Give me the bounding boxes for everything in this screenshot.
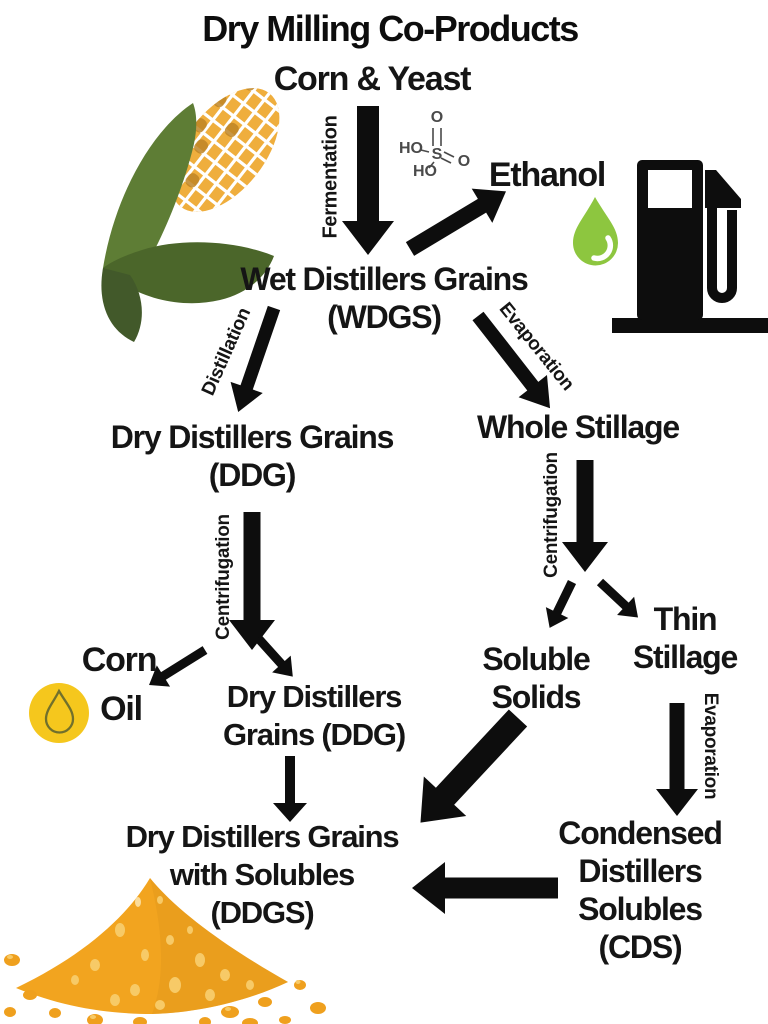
page-title: Dry Milling Co-Products [202,8,579,49]
node-whole-stillage: Whole Stillage [477,408,680,446]
chem-ho-bottom: HO [413,163,437,180]
node-line: Dry Distillers Grains [125,819,400,854]
node-corn-oil-word2: Oil [100,690,143,728]
node-corn-oil-word1: Corn [81,641,158,679]
chem-ho-left: HO [399,140,423,157]
node-line: Condensed [558,815,723,851]
arrow-fermentation [342,106,394,255]
node-line: Soluble [482,641,590,677]
grain-pile-icon [4,878,326,1024]
node-line: Oil [100,690,143,728]
node-line: Corn & Yeast [273,60,472,98]
node-corn-yeast: Corn & Yeast [273,60,472,98]
node-line: Solubles [578,891,703,927]
node-cds: Condensed Distillers Solubles (CDS) [558,814,723,966]
arrow-soluble-to-ddgs [420,709,528,823]
label-evaporation-bottom: Evaporation [700,692,721,800]
node-line: Dry Distillers [226,679,403,714]
node-line: (DDGS) [210,895,314,930]
node-line: Ethanol [488,156,606,194]
arrow-evaporation-bottom [656,703,698,816]
node-ddg1: Dry Distillers Grains (DDG) [110,418,395,494]
node-line: Grains (DDG) [223,717,406,752]
fuel-pump-icon [612,160,768,333]
node-line: Solids [491,679,582,715]
chem-o-top: O [431,109,443,126]
label-fermentation: Fermentation [319,115,342,239]
node-line: (CDS) [598,929,683,965]
node-line: Wet Distillers Grains [240,261,528,297]
chem-o-right: O [458,153,470,170]
node-line: Whole Stillage [477,409,680,445]
node-line: Thin [653,601,718,637]
node-line: Corn [81,641,158,679]
label-centrifugation-right: Centrifugation [541,452,562,578]
chem-s: S [432,146,443,163]
node-ddgs: Dry Distillers Grains with Solubles (DDG… [125,818,400,932]
ethanol-droplet-icon [573,197,618,266]
arrow-distillation [230,305,281,413]
corn-oil-droplet-icon [29,683,89,743]
arrow-centrifugation-right [562,460,608,572]
arrow-cds-to-ddgs [412,862,558,914]
node-line: (DDG) [208,457,297,493]
node-line: with Solubles [169,857,355,892]
arrow-to-corn-oil [149,646,208,687]
arrow-to-soluble-solids [545,580,577,628]
chem-bonds [420,128,455,169]
node-line: (WDGS) [327,299,442,335]
node-line: Distillers [578,853,702,889]
arrow-evaporation-top [472,311,551,409]
node-soluble-solids: Soluble Solids [482,640,590,716]
node-thin-stillage: Thin Stillage [632,600,738,676]
node-ethanol: Ethanol [488,156,606,194]
node-line: Dry Distillers Grains [110,419,395,455]
arrow-to-ddg2 [254,634,293,677]
arrow-to-thin-stillage [596,578,639,618]
sulfuric-acid-structure-icon: O S HO O HO [399,109,470,180]
arrow-to-ethanol [405,188,507,256]
arrow-ddg2-to-ddgs [273,756,307,822]
node-line: Stillage [632,639,738,675]
node-ddg2: Dry Distillers Grains (DDG) [223,678,406,754]
arrow-centrifugation-left [229,512,275,650]
label-centrifugation-left: Centrifugation [213,514,234,640]
node-wdgs: Wet Distillers Grains (WDGS) [240,260,528,336]
